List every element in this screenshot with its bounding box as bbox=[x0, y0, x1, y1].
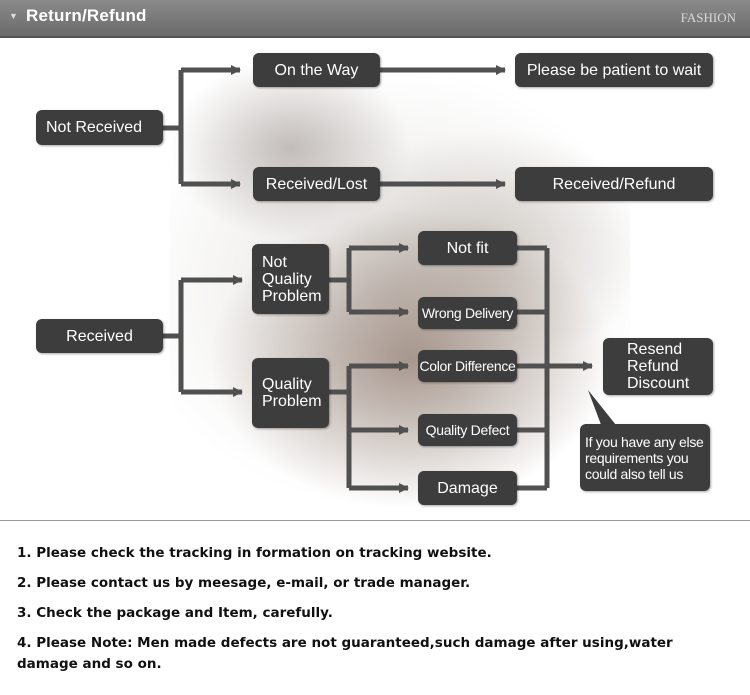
node-please-wait: Please be patient to wait bbox=[515, 53, 713, 87]
note-3: 3. Check the package and Item, carefully… bbox=[17, 605, 333, 621]
node-not-quality-problem: Not Quality Problem bbox=[252, 244, 329, 314]
note-4: 4. Please Note: Men made defects are not… bbox=[17, 635, 673, 672]
node-quality-defect: Quality Defect bbox=[418, 414, 517, 446]
node-not-fit: Not fit bbox=[418, 231, 517, 265]
node-damage: Damage bbox=[418, 471, 517, 505]
triangle-down-icon: ▼ bbox=[9, 11, 18, 21]
node-not-received: Not Received bbox=[36, 110, 163, 145]
note-2: 2. Please contact us by meesage, e-mail,… bbox=[17, 575, 471, 591]
node-received-lost: Received/Lost bbox=[253, 167, 380, 201]
node-received: Received bbox=[36, 319, 163, 353]
speech-bubble-tail bbox=[588, 390, 620, 430]
section-title: Return/Refund bbox=[26, 6, 147, 25]
return-refund-flowchart: Not Received On the Way Please be patien… bbox=[0, 38, 750, 518]
node-quality-problem: Quality Problem bbox=[252, 358, 329, 428]
note-1: 1. Please check the tracking in formatio… bbox=[17, 545, 492, 561]
node-wrong-delivery: Wrong Delivery bbox=[418, 297, 517, 329]
node-color-difference: Color Difference bbox=[418, 350, 517, 382]
section-header: ▼ Return/Refund FASHION bbox=[0, 0, 750, 38]
note-bubble-else-requirements: If you have any else requirements you co… bbox=[580, 424, 710, 491]
header-tag: FASHION bbox=[680, 10, 736, 25]
notes-section: 1. Please check the tracking in formatio… bbox=[0, 520, 750, 695]
flow-connectors bbox=[163, 65, 620, 493]
node-on-the-way: On the Way bbox=[253, 53, 380, 87]
node-received-refund: Received/Refund bbox=[515, 167, 713, 201]
node-resend-refund-discount: Resend Refund Discount bbox=[603, 338, 713, 395]
